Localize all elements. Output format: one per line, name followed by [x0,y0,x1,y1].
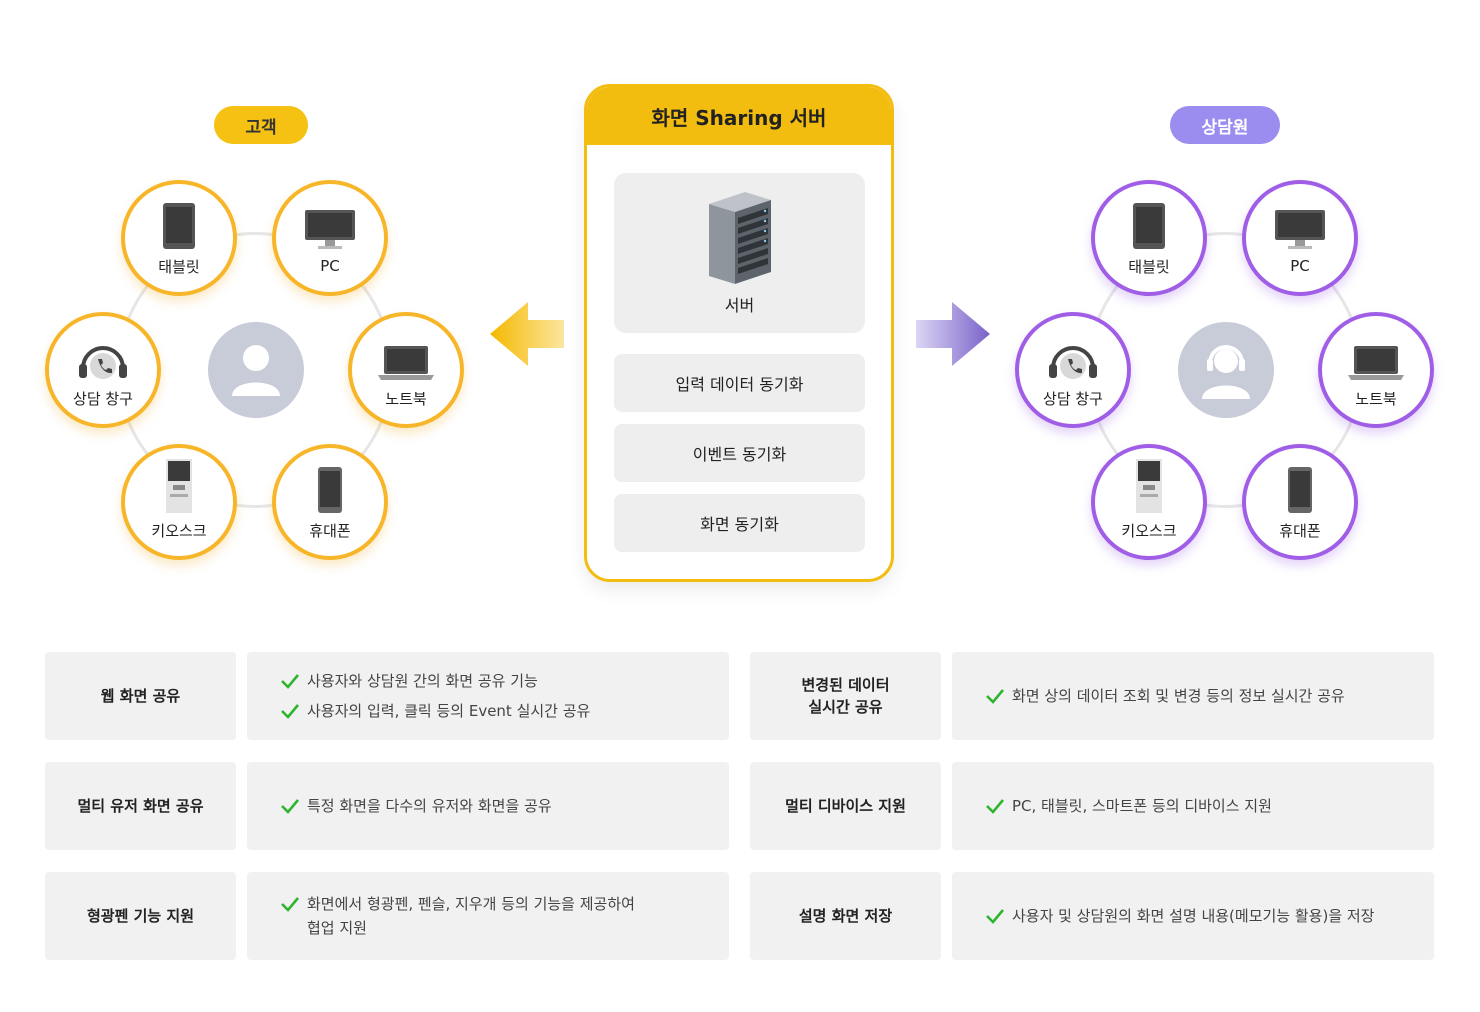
kiosk-icon [1136,458,1162,513]
server-title: 화면 Sharing 서버 [587,87,891,145]
node-label: 키오스크 [1121,521,1177,540]
feature-line: PC, 태블릿, 스마트폰 등의 디바이스 지원 [1012,797,1272,815]
server-illustration: 서버 [614,173,865,333]
feature-line: 화면 상의 데이터 조회 및 변경 등의 정보 실시간 공유 [1012,687,1345,705]
check-icon [986,799,1004,814]
customer-node-kiosk: 키오스크 [121,444,237,560]
node-label: 상담 창구 [1043,389,1103,408]
check-icon [281,704,299,719]
arrow-right-icon [916,302,990,366]
feature-title-line: 변경된 데이터 [801,676,890,694]
feature-line: 특정 화면을 다수의 유저와 화면을 공유 [307,797,552,815]
agent-node-counter: 상담 창구 [1015,312,1131,428]
phone-icon [318,466,342,513]
customer-node-counter: 상담 창구 [45,312,161,428]
check-icon [281,897,299,912]
sync-screen: 화면 동기화 [614,494,865,552]
feature-line: 사용자 및 상담원의 화면 설명 내용(메모기능 활용)을 저장 [1012,907,1375,925]
headset-phone-icon [79,345,127,379]
arrow-left-icon [490,302,564,366]
sync-input-data: 입력 데이터 동기화 [614,354,865,412]
monitor-icon [305,210,355,249]
agent-node-tablet: 태블릿 [1091,180,1207,296]
check-icon [281,674,299,689]
feature-title-highlighter: 형광펜 기능 지원 [45,872,236,960]
node-label: 키오스크 [151,521,207,540]
feature-line: 사용자와 상담원 간의 화면 공유 기능 [307,672,538,690]
node-label: 상담 창구 [73,389,133,408]
node-label: 노트북 [385,389,427,408]
customer-node-phone: 휴대폰 [272,444,388,560]
agent-node-pc: PC [1242,180,1358,296]
check-icon [281,799,299,814]
customer-node-pc: PC [272,180,388,296]
feature-desc-multi-device: PC, 태블릿, 스마트폰 등의 디바이스 지원 [952,762,1434,850]
server-rack-icon [708,192,771,284]
check-icon [986,909,1004,924]
node-label: 태블릿 [1128,257,1170,276]
sync-event: 이벤트 동기화 [614,424,865,482]
check-icon [986,689,1004,704]
feature-desc-web-share: 사용자와 상담원 간의 화면 공유 기능 사용자의 입력, 클릭 등의 Even… [247,652,729,740]
server-label: 서버 [724,296,755,315]
feature-desc-realtime-data: 화면 상의 데이터 조회 및 변경 등의 정보 실시간 공유 [952,652,1434,740]
feature-title-multi-device: 멀티 디바이스 지원 [750,762,941,850]
customer-node-tablet: 태블릿 [121,180,237,296]
agent-node-laptop: 노트북 [1318,312,1434,428]
feature-desc-save-explanation: 사용자 및 상담원의 화면 설명 내용(메모기능 활용)을 저장 [952,872,1434,960]
agent-node-phone: 휴대폰 [1242,444,1358,560]
feature-title-realtime-data: 변경된 데이터 실시간 공유 [750,652,941,740]
monitor-icon [1275,210,1325,249]
kiosk-icon [166,458,192,513]
node-label: 노트북 [1355,389,1397,408]
feature-title-multi-user: 멀티 유저 화면 공유 [45,762,236,850]
feature-title-save-explanation: 설명 화면 저장 [750,872,941,960]
sharing-server-panel: 화면 Sharing 서버 서버 입력 데이터 동기화 이벤트 동기화 화면 동… [584,84,894,582]
agent-headset-avatar-icon [1178,322,1274,418]
customer-node-laptop: 노트북 [348,312,464,428]
node-label: 태블릿 [158,257,200,276]
headset-phone-icon [1049,345,1097,379]
customer-avatar-icon [208,322,304,418]
agent-node-kiosk: 키오스크 [1091,444,1207,560]
node-label: PC [1290,257,1310,275]
laptop-icon [378,345,434,380]
customer-label: 고객 [214,106,308,144]
phone-icon [1288,466,1312,513]
agent-label: 상담원 [1170,106,1280,144]
feature-title-web-share: 웹 화면 공유 [45,652,236,740]
feature-line: 사용자의 입력, 클릭 등의 Event 실시간 공유 [307,702,591,720]
tablet-icon [163,202,195,249]
laptop-icon [1348,345,1404,380]
feature-title-line: 실시간 공유 [808,698,883,716]
node-label: 휴대폰 [1279,521,1321,540]
tablet-icon [1133,202,1165,249]
node-label: PC [320,257,340,275]
feature-desc-multi-user: 특정 화면을 다수의 유저와 화면을 공유 [247,762,729,850]
node-label: 휴대폰 [309,521,351,540]
